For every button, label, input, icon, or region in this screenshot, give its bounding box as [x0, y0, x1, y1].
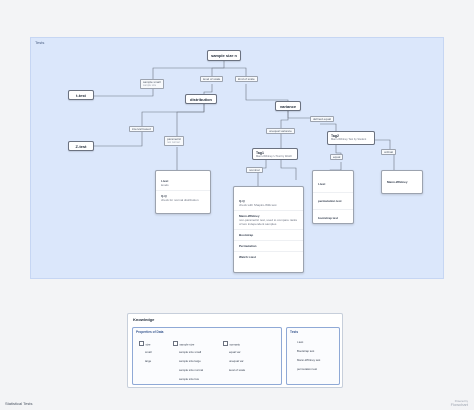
legend-item: sample size small [179, 350, 202, 354]
card-row: Bootstrap [234, 230, 303, 241]
legend-item: sample size few [179, 377, 199, 381]
legend-item: unequal var [229, 359, 244, 363]
t-test-node[interactable]: t-test [68, 90, 94, 100]
tag-right-node[interactable]: Tag2 Mann-Whitney Test by Student [327, 131, 375, 145]
edge-label-unequal-variance: unequal variance [266, 128, 295, 134]
properties-box: Properties of Data size small large samp… [132, 327, 282, 385]
properties-col1-name: size [139, 341, 151, 347]
brand-watermark: Powered by Flowchart [450, 400, 468, 407]
edge-label-equal: equal [330, 154, 344, 160]
properties-header: Properties of Data [136, 330, 164, 334]
edge-label-kind-of-scale: kind of scale [235, 76, 258, 82]
legend-item: permutation test [297, 367, 318, 371]
edge-label-small-sample: sample small sample size [140, 79, 164, 89]
legend-item: Bootstrap test [297, 349, 315, 353]
mann-whitney-card[interactable]: Mann-Whitney [381, 170, 423, 194]
card-row: Mann-Whitney [387, 180, 408, 184]
legend-item: t-test [297, 340, 304, 344]
legend-item: large [145, 359, 152, 363]
card-row: Permutation [234, 241, 303, 252]
card-row: Q-Q check with Shapiro-Wilk test [234, 187, 303, 211]
legend-title: Knowledge [133, 317, 155, 322]
middle-card[interactable]: t-test permutation test bootstrap test [312, 170, 354, 224]
properties-col3-name: scenario [223, 341, 241, 347]
card-row: permutation test [313, 193, 353, 210]
edge-label-level-of-scale: level of scale [200, 76, 224, 82]
canvas-title: Tests [35, 40, 45, 45]
edge-label-defined-equal: defined equal [310, 116, 335, 122]
root-node[interactable]: sample size n [207, 50, 241, 61]
card-row: t-test levels [156, 171, 210, 191]
card-row: Q-Q check for normal distribution [161, 194, 199, 202]
card-row: Mann-Whitney non-parametric test, used t… [234, 211, 303, 230]
document-title: Statistical Tests [5, 401, 33, 406]
legend-item: Mann-Whitney test [297, 358, 321, 362]
edge-label-parametric: parametric non normal [164, 136, 185, 146]
edge-label-nominal: nominal [246, 167, 263, 173]
tests-box: Tests t-test Bootstrap test Mann-Whitney… [286, 327, 340, 385]
card-row: bootstrap test [318, 216, 339, 220]
tests-header: Tests [290, 330, 299, 334]
legend-item: equal var [229, 350, 241, 354]
card-row: t-test [313, 171, 353, 193]
variance-node[interactable]: variance [275, 101, 301, 111]
variance-card[interactable]: Q-Q check with Shapiro-Wilk test Mann-Wh… [233, 186, 304, 273]
tag-left-node[interactable]: Tag1 Mann-Whitney U Test by Welch [252, 148, 298, 160]
edge-label-interval-based: interval based [129, 126, 154, 132]
knowledge-legend[interactable]: Knowledge Properties of Data size small … [127, 313, 343, 388]
card-row: Welch t-test [239, 255, 256, 259]
properties-col2-name: sample size [173, 341, 195, 347]
distribution-node[interactable]: distribution [185, 94, 217, 104]
legend-item: small [145, 350, 152, 354]
legend-item: sample size normal [179, 368, 204, 372]
distribution-card[interactable]: t-test levels Q-Q check for normal distr… [155, 170, 211, 214]
legend-item: level of scale [229, 368, 246, 372]
z-test-node[interactable]: Z-test [68, 141, 94, 151]
edge-label-ordinal: ordinal [381, 149, 397, 155]
legend-item: sample size large [179, 359, 201, 363]
